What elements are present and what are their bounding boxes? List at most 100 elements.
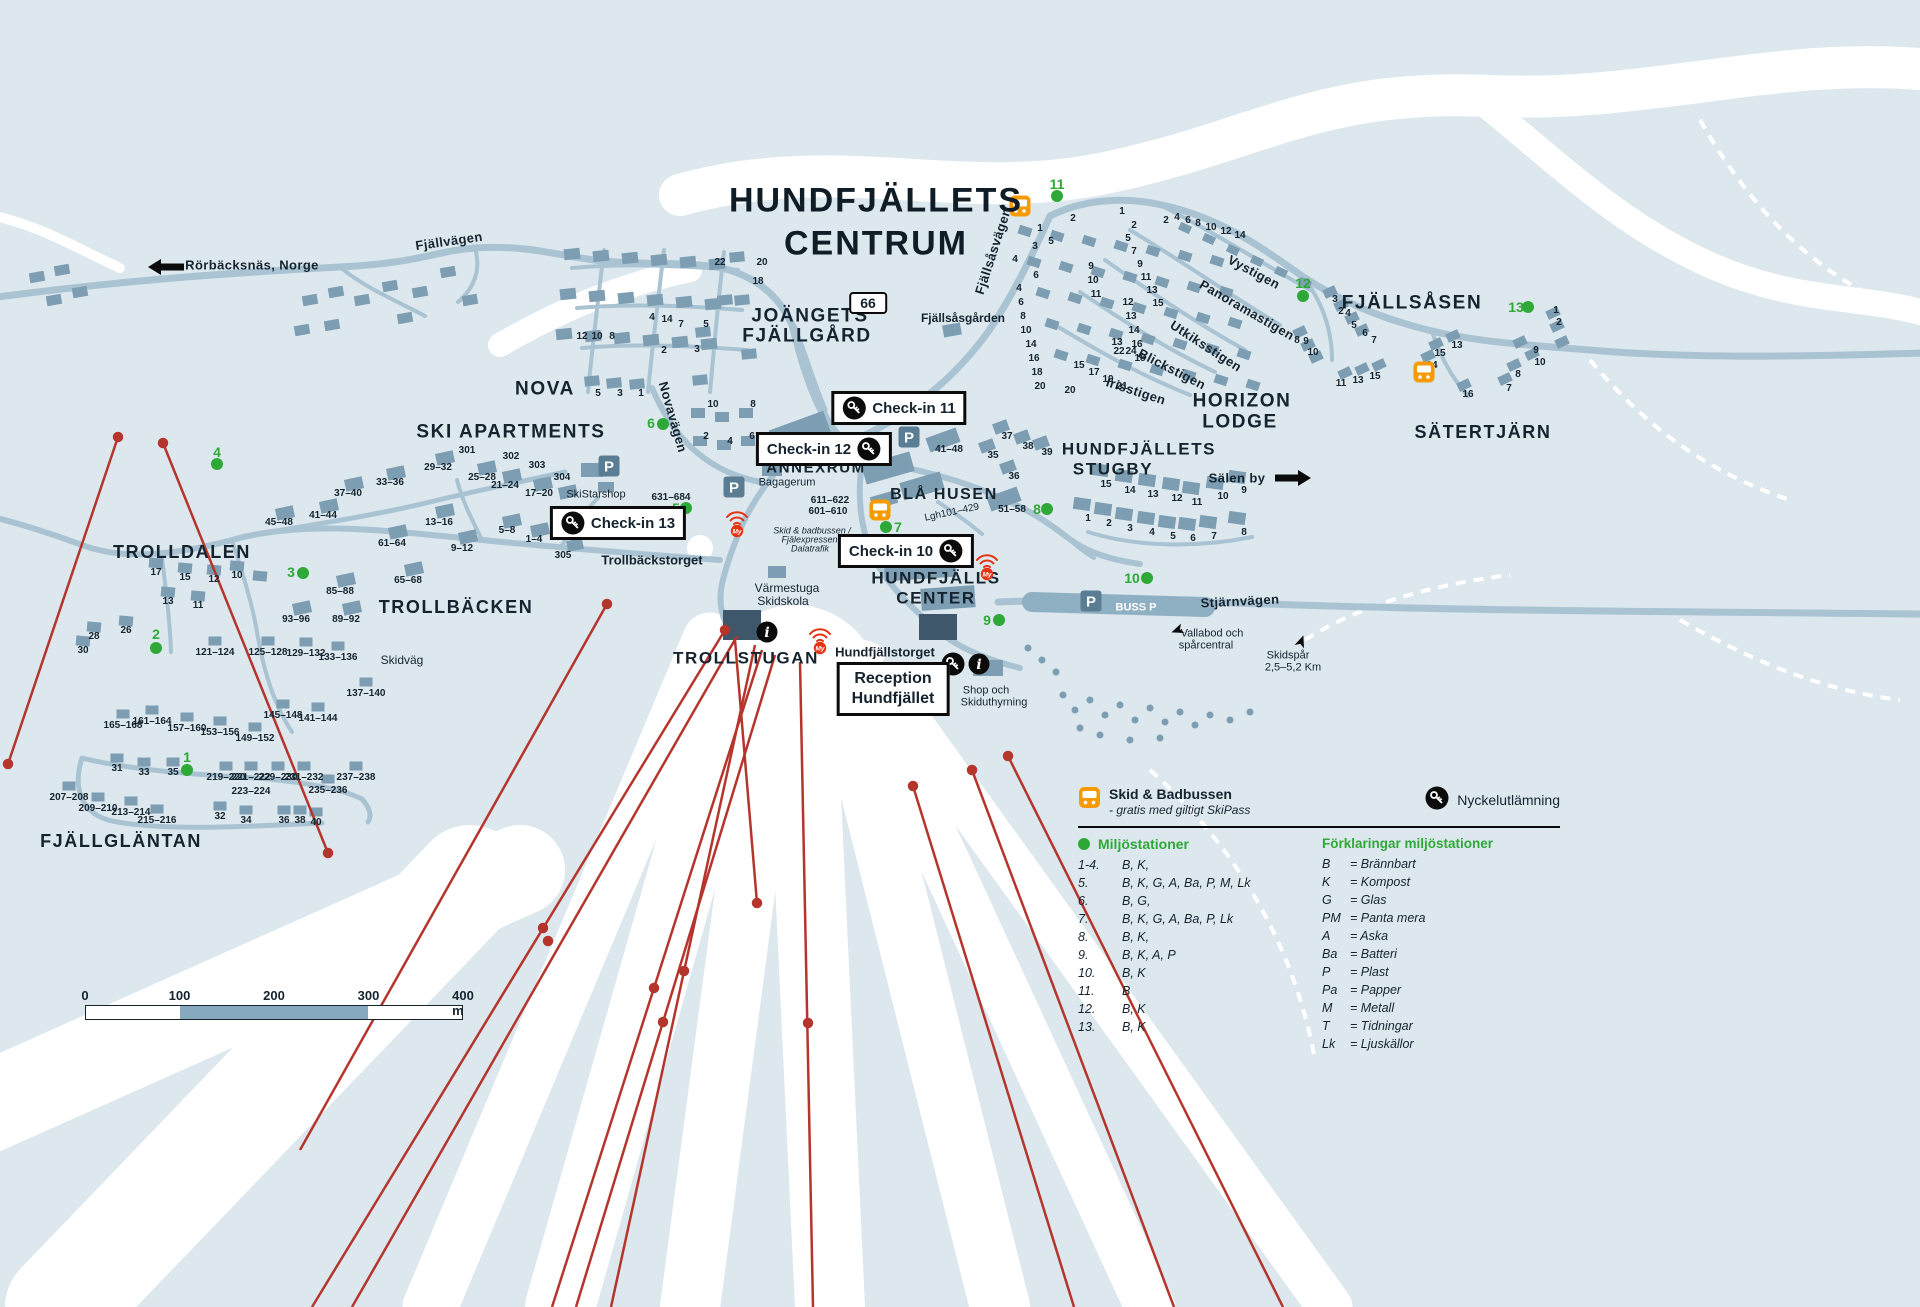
unit-number: 21–24: [491, 480, 519, 491]
unit-number: 51–58: [998, 504, 1026, 515]
area-label: FJÄLLGÅRD: [742, 325, 872, 347]
unit-number: 301: [458, 445, 476, 456]
miljostation-entry: 12.B, K: [1078, 1000, 1322, 1018]
trollbackstorget-plaza: [687, 535, 713, 561]
building: [1154, 275, 1170, 289]
building: [219, 761, 233, 771]
building: [1181, 368, 1197, 382]
key-icon: [939, 539, 963, 563]
building: [1428, 337, 1444, 351]
building: [277, 805, 291, 815]
building: [679, 255, 697, 269]
building: [642, 333, 660, 347]
building: [293, 323, 311, 337]
miljostation-dot-icon: [1078, 838, 1090, 851]
tree: [1116, 701, 1124, 709]
unit-number: 10: [591, 331, 603, 342]
tree: [1086, 696, 1094, 704]
building: [1344, 311, 1360, 325]
unit-number: 5: [1048, 236, 1054, 247]
unit-number: 10: [1307, 347, 1319, 358]
building: [148, 557, 164, 569]
unit-number: 129–132: [286, 648, 326, 659]
explanation-abbrev: B: [1322, 857, 1331, 872]
unit-number: 13: [1146, 285, 1158, 296]
miljostation-entry: 6.B, G,: [1078, 892, 1322, 910]
explanation-abbrev: P: [1322, 965, 1331, 980]
unit-number: 26: [120, 625, 132, 636]
unit-number: 25–28: [468, 472, 496, 483]
explanation-name: = Tidningar: [1350, 1019, 1413, 1034]
poi-label: Trollbäckstorget: [601, 552, 703, 568]
unit-number: 15: [1152, 298, 1164, 309]
svg-text:My: My: [815, 646, 824, 653]
building: [321, 774, 335, 784]
building: [239, 805, 253, 815]
building: [650, 253, 668, 267]
explanation-entry: K= Kompost: [1322, 873, 1560, 891]
tree: [1038, 656, 1046, 664]
explanation-entry: PM= Panta mera: [1322, 909, 1560, 927]
building: [1161, 476, 1181, 492]
unit-number: 9: [1137, 259, 1143, 270]
building: [385, 465, 407, 481]
miljostation-9-dot: [993, 614, 1005, 626]
poi-label: SkiStarshop: [566, 488, 626, 501]
explanation-entry: T= Tidningar: [1322, 1017, 1560, 1035]
building: [992, 419, 1010, 435]
poi-label: Hundfjällstorget: [835, 644, 935, 660]
unit-number: 2: [1163, 215, 1169, 226]
miljostation-entry: 11.B: [1078, 982, 1322, 1000]
unit-number: 1: [1553, 305, 1559, 316]
building: [1354, 362, 1370, 376]
building: [1225, 243, 1241, 257]
building: [180, 712, 194, 722]
miljostation-entry-number: 1-4.: [1078, 858, 1100, 873]
building: [1236, 347, 1252, 361]
miljostation-10-number: 10: [1124, 570, 1140, 586]
key-icon: [842, 396, 866, 420]
ski-tracks: [1148, 119, 1901, 1061]
building: [700, 337, 718, 351]
building: [606, 377, 622, 389]
building: [1273, 265, 1289, 279]
unit-number: 17–20: [525, 488, 553, 499]
explanation-entry: P= Plast: [1322, 963, 1560, 981]
building: [75, 635, 91, 647]
unit-number: 7: [1506, 383, 1512, 394]
building: [741, 436, 755, 446]
explanation-abbrev: G: [1322, 893, 1332, 908]
unit-number: 2: [1556, 317, 1562, 328]
building: [762, 464, 782, 476]
building: [708, 257, 726, 271]
unit-number: 231–232: [284, 772, 324, 783]
scale-label: 0: [81, 988, 89, 1003]
miljostation-1-dot: [181, 764, 193, 776]
map-title-line2: CENTRUM: [784, 224, 968, 262]
scale-segment: [180, 1006, 274, 1019]
building: [1456, 378, 1472, 392]
explanation-name: = Ljuskällor: [1350, 1037, 1414, 1052]
building: [501, 513, 523, 529]
scale-segment: [86, 1006, 180, 1019]
building: [1205, 475, 1225, 491]
miljostation-3-dot: [297, 567, 309, 579]
building: [919, 614, 957, 640]
unit-number: 85–88: [326, 586, 354, 597]
unit-number: 16: [1131, 339, 1143, 350]
building: [1186, 280, 1202, 294]
key-icon: [1425, 786, 1449, 813]
building: [381, 279, 399, 293]
building: [1140, 332, 1156, 346]
unit-number: 8: [1020, 311, 1026, 322]
explanation-name: = Papper: [1350, 983, 1402, 998]
building: [1227, 316, 1243, 330]
unit-number: 11: [192, 600, 204, 611]
unit-number: 36: [278, 815, 290, 826]
unit-number: 36: [1008, 471, 1020, 482]
poi-label: Skiduthyrning: [960, 696, 1028, 709]
building: [717, 294, 733, 306]
building: [1099, 296, 1115, 310]
miljostation-entry-number: 9.: [1078, 948, 1089, 963]
